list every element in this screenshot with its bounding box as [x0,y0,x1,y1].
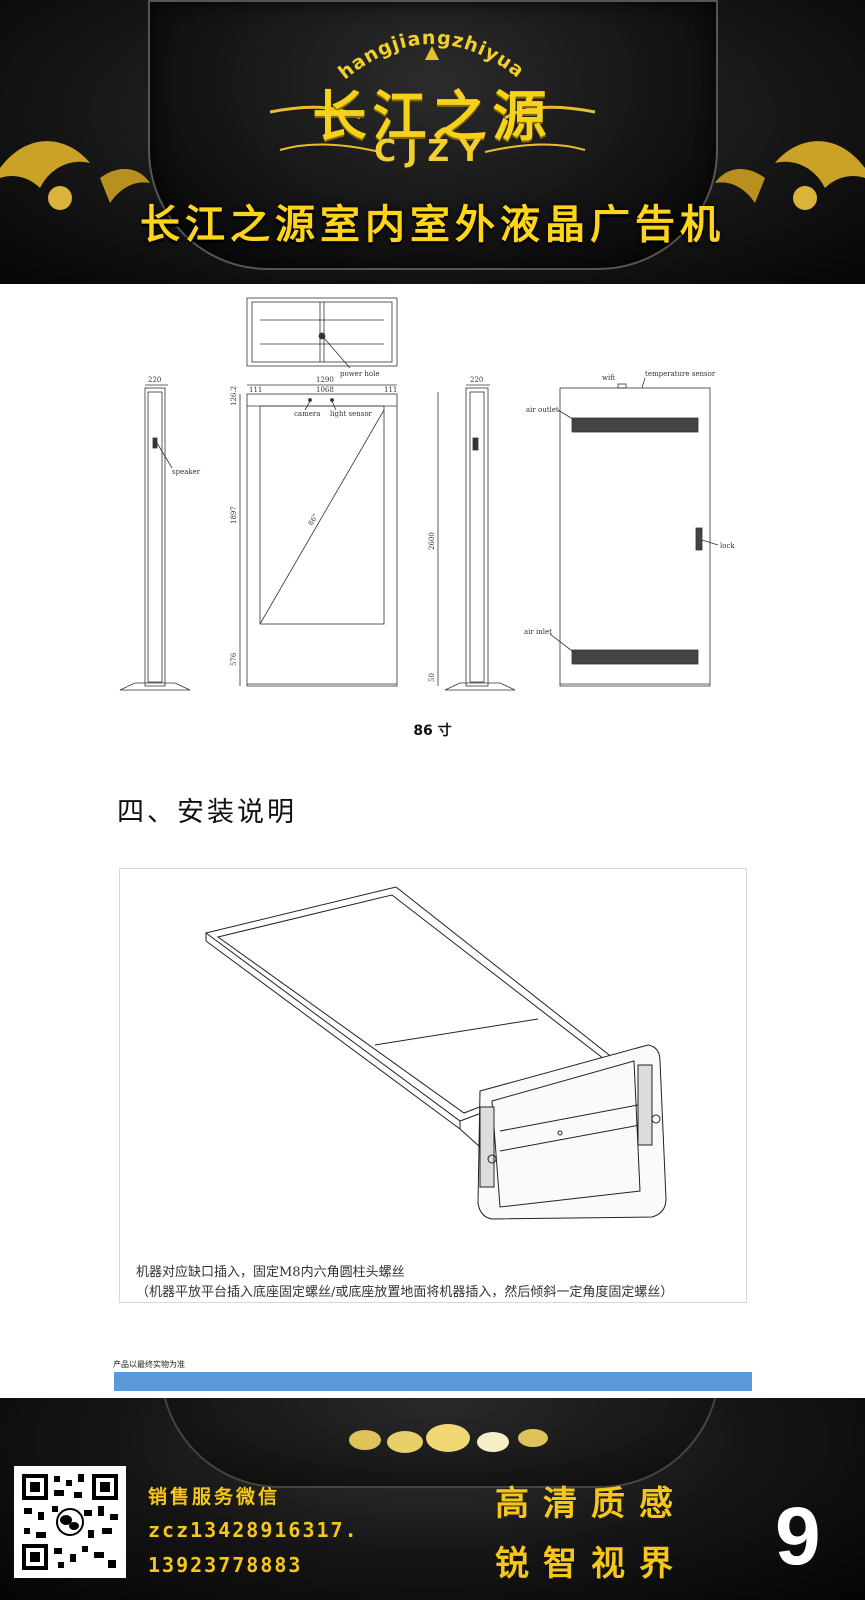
dim-total-height: 2600 [428,532,436,550]
technical-drawing: power hole 220 speaker 1290 111 1068 111… [119,297,735,691]
slogan-line-2: 锐智视界 [495,1544,687,1584]
back-view: wifi temperature sensor air outlet lock … [524,370,735,687]
label-wifi: wifi [602,374,615,382]
front-view: 1290 111 1068 111 86" camera light senso… [230,376,398,687]
dim-inner-width: 1068 [316,386,334,394]
label-air-outlet: air outlet [526,406,559,414]
header-plaque [148,0,718,270]
page-number: 9 [775,1491,821,1582]
dim-margin-left: 111 [249,386,262,394]
slogan-line-1: 高清质感 [495,1484,687,1524]
blue-divider-bar [114,1372,752,1391]
install-instruction-2: （机器平放平台插入底座固定螺丝/或底座放置地面将机器插入，然后倾斜一定角度固定螺… [136,1285,674,1300]
dim-margin-right: 111 [384,386,397,394]
dim-base-height: 50 [428,673,436,682]
left-side-view: 220 speaker [119,376,201,691]
label-lock: lock [720,542,735,550]
brand-name: 长江之源 [312,84,553,148]
phone-number: 13923778883 [148,1553,303,1577]
brand-arc: changjiangzhiyuan [0,0,596,153]
label-light-sensor: light sensor [330,410,373,418]
section-title: 四、安装说明 [117,797,297,828]
right-side-view: 220 2600 50 [428,376,516,691]
label-air-inlet: air inlet [524,628,552,636]
label-camera: camera [294,410,320,418]
contact-label: 销售服务微信 [148,1486,281,1508]
dim-depth-left: 220 [148,376,161,384]
footer-banner: 销售服务微信 zcz13428916317. 13923778883 高清质感 … [0,1398,865,1600]
dim-screen-height: 1897 [230,506,238,524]
page-headline: 长江之源室内室外液晶广告机 [140,202,725,248]
label-temperature-sensor: temperature sensor [645,370,716,378]
footnote: 产品以最终实物为准 [113,1360,185,1369]
brand-code: CJZY [374,134,491,169]
size-caption: 86 寸 [413,723,452,739]
dim-top-width: 1290 [316,376,334,384]
dim-bottom-height: 576 [230,652,238,666]
wechat-id: zcz13428916317. [148,1518,359,1542]
install-illustration [204,886,667,1220]
dim-depth-right: 220 [470,376,483,384]
label-speaker: speaker [172,468,201,476]
label-power-hole: power hole [340,370,380,378]
gold-coins-icon [349,1424,548,1453]
right-ornament-icon [715,141,865,210]
top-view: power hole [246,297,398,378]
install-figure: 机器对应缺口插入，固定M8内六角圆柱头螺丝 （机器平放平台插入底座固定螺丝/或底… [119,868,747,1303]
install-instruction-1: 机器对应缺口插入，固定M8内六角圆柱头螺丝 [136,1265,405,1280]
left-ornament-icon [0,141,150,210]
header-banner: changjiangzhiyuan 长江之源 CJZY 长江之源室内室外液晶广告… [0,0,865,284]
wechat-qr-code [14,1466,126,1578]
dim-top-offset: 126.2 [230,386,238,406]
